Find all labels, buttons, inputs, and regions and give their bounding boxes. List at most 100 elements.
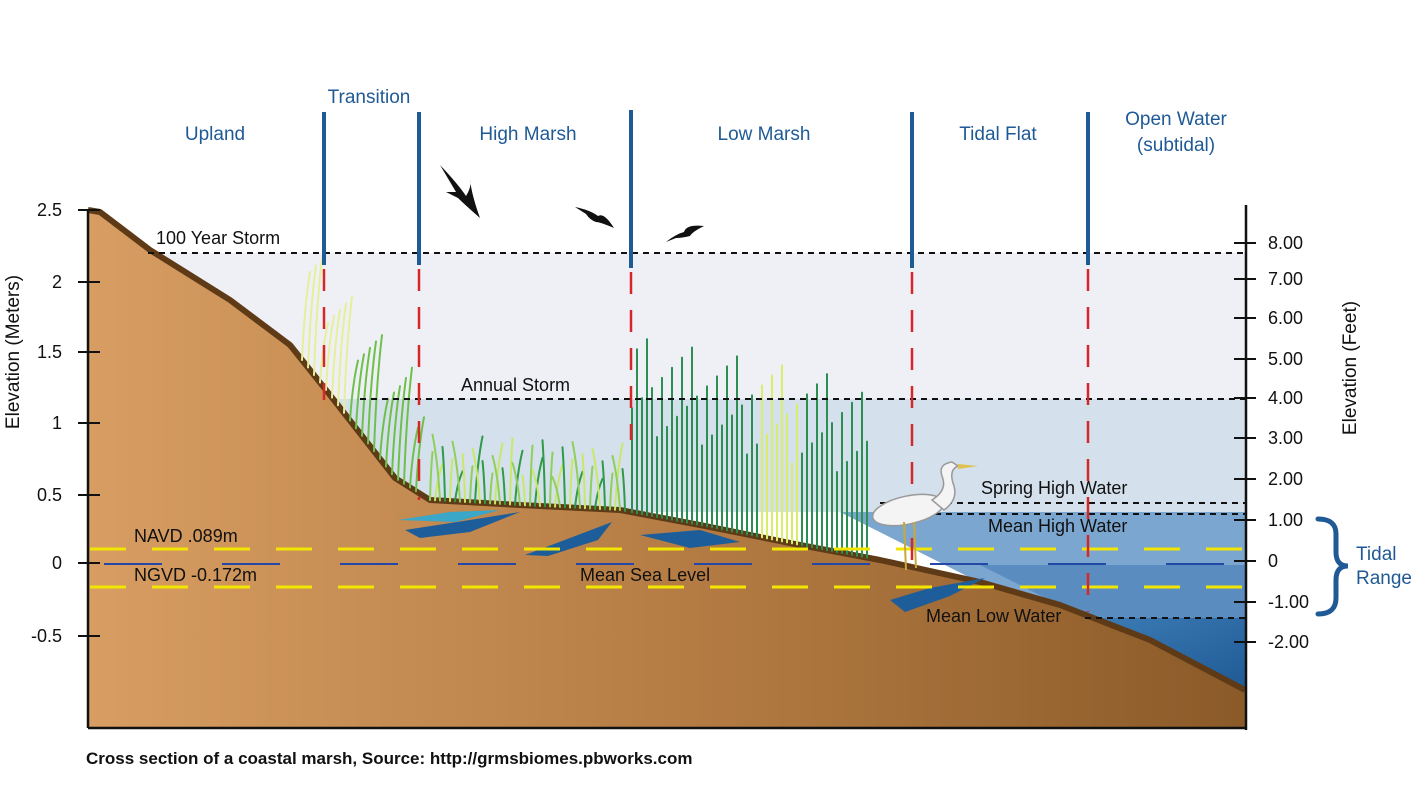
right-axis-tick-label: 6.00 [1268, 308, 1303, 328]
creek [398, 510, 500, 522]
grass-blade [511, 462, 521, 506]
grass-blade [541, 439, 546, 508]
marsh-vegetation [301, 258, 869, 559]
grass-blade [551, 476, 561, 508]
grass-blade [494, 442, 504, 505]
grass-blade [531, 469, 541, 507]
right-axis: 8.007.006.005.004.003.002.001.000-1.00-2… [1234, 233, 1309, 652]
label-annual-storm: Annual Storm [461, 375, 570, 395]
label-mean-sea-level: Mean Sea Level [580, 565, 710, 585]
low-water-fill [980, 565, 1245, 618]
grass-blade [331, 308, 341, 399]
grass-blade [307, 264, 317, 369]
grass-blade [489, 472, 494, 505]
grass-blade [343, 295, 353, 414]
label-spring-high-water: Spring High Water [981, 478, 1127, 498]
right-axis-tick-label: 3.00 [1268, 428, 1303, 448]
left-axis-tick-label: 1.5 [37, 342, 62, 362]
zone-label-transition: Transition [328, 87, 411, 108]
right-axis-tick-label: 1.00 [1268, 510, 1303, 530]
zone-label-low-marsh: Low Marsh [718, 124, 811, 145]
grass-blade [461, 452, 466, 503]
heron-icon [871, 461, 978, 571]
grass-blade [379, 397, 389, 460]
zone-label-high-marsh: High Marsh [479, 124, 576, 145]
grass-blade [474, 435, 484, 504]
bird-icon [440, 165, 480, 218]
label-ngvd: NGVD -0.172m [134, 565, 257, 585]
right-axis-tick-label: -2.00 [1268, 632, 1309, 652]
grass-blade [313, 258, 323, 376]
grass-blade [355, 353, 365, 430]
zone-boundaries [322, 110, 1090, 612]
bird-icon [666, 225, 704, 242]
label-mean-high-water: Mean High Water [988, 516, 1127, 536]
left-axis-tick-label: 2 [52, 272, 62, 292]
left-axis-tick-label: -0.5 [31, 626, 62, 646]
grass-blade [449, 458, 454, 503]
right-axis-tick-label: 5.00 [1268, 349, 1303, 369]
grass-blade [301, 271, 311, 361]
grass-blade [501, 467, 506, 506]
grass-blade [373, 334, 383, 453]
grass-blade [471, 447, 481, 504]
grass-blade [614, 442, 624, 511]
grass-blade [429, 451, 434, 501]
zone-label-subtidal: (subtidal) [1137, 135, 1215, 156]
grass-blade [514, 449, 524, 506]
left-axis-tick-label: 0.5 [37, 485, 62, 505]
right-axis-tick-label: 7.00 [1268, 269, 1303, 289]
grass-blade [469, 465, 474, 504]
grass-blade [349, 359, 359, 422]
grass-blade [529, 444, 534, 507]
bird-icon [575, 207, 614, 228]
tidal-range-label-line2: Range [1356, 568, 1412, 589]
grass-blade [581, 453, 586, 510]
grass-blade [397, 376, 407, 481]
label-100-year-storm: 100 Year Storm [156, 228, 280, 248]
right-axis-title: Elevation (Feet) [1340, 301, 1361, 435]
grass-blade [509, 437, 514, 506]
storm-zone-fill [148, 253, 1245, 399]
creek [640, 530, 740, 548]
left-axis-tick-label: 0 [52, 553, 62, 573]
grass-blade [611, 455, 621, 511]
grass-blade [409, 426, 419, 489]
right-axis-tick-label: -1.00 [1268, 592, 1309, 612]
grass-blade [549, 451, 554, 508]
grass-blade [591, 448, 601, 510]
grass-blade [589, 465, 594, 510]
grass-blade [491, 454, 501, 505]
grass-blade [601, 460, 606, 511]
tidal-range-label-line1: Tidal [1356, 544, 1396, 565]
grass-blade [391, 385, 401, 476]
figure-caption: Cross section of a coastal marsh, Source… [86, 749, 693, 768]
grass-blade [451, 440, 461, 503]
right-axis-tick-label: 2.00 [1268, 469, 1303, 489]
grass-blade [431, 433, 441, 502]
grass-blade [621, 467, 626, 512]
label-mean-low-water: Mean Low Water [926, 606, 1061, 626]
creek [405, 512, 520, 538]
left-axis-title: Elevation (Meters) [3, 275, 24, 429]
grass-blade [481, 460, 486, 505]
grass-blade [561, 446, 566, 509]
left-axis-tick-label: 1 [52, 413, 62, 433]
grass-blade [521, 474, 526, 507]
right-axis-tick-label: 8.00 [1268, 233, 1303, 253]
grass-blade [534, 456, 544, 507]
grass-blade [441, 445, 446, 502]
zone-label-upland: Upland [185, 124, 245, 145]
right-axis-tick-label: 4.00 [1268, 388, 1303, 408]
zone-label-open-water: Open Water [1125, 109, 1227, 130]
grass-blade [403, 366, 413, 485]
label-navd: NAVD .089m [134, 526, 238, 546]
grass-blade [571, 441, 581, 509]
tidal-range-brace [1315, 516, 1349, 617]
soil-cross-section [88, 210, 1245, 728]
grass-blade [609, 472, 614, 511]
grass-blade [569, 458, 574, 509]
grass-blade [554, 463, 564, 508]
grass-blade [367, 340, 377, 445]
